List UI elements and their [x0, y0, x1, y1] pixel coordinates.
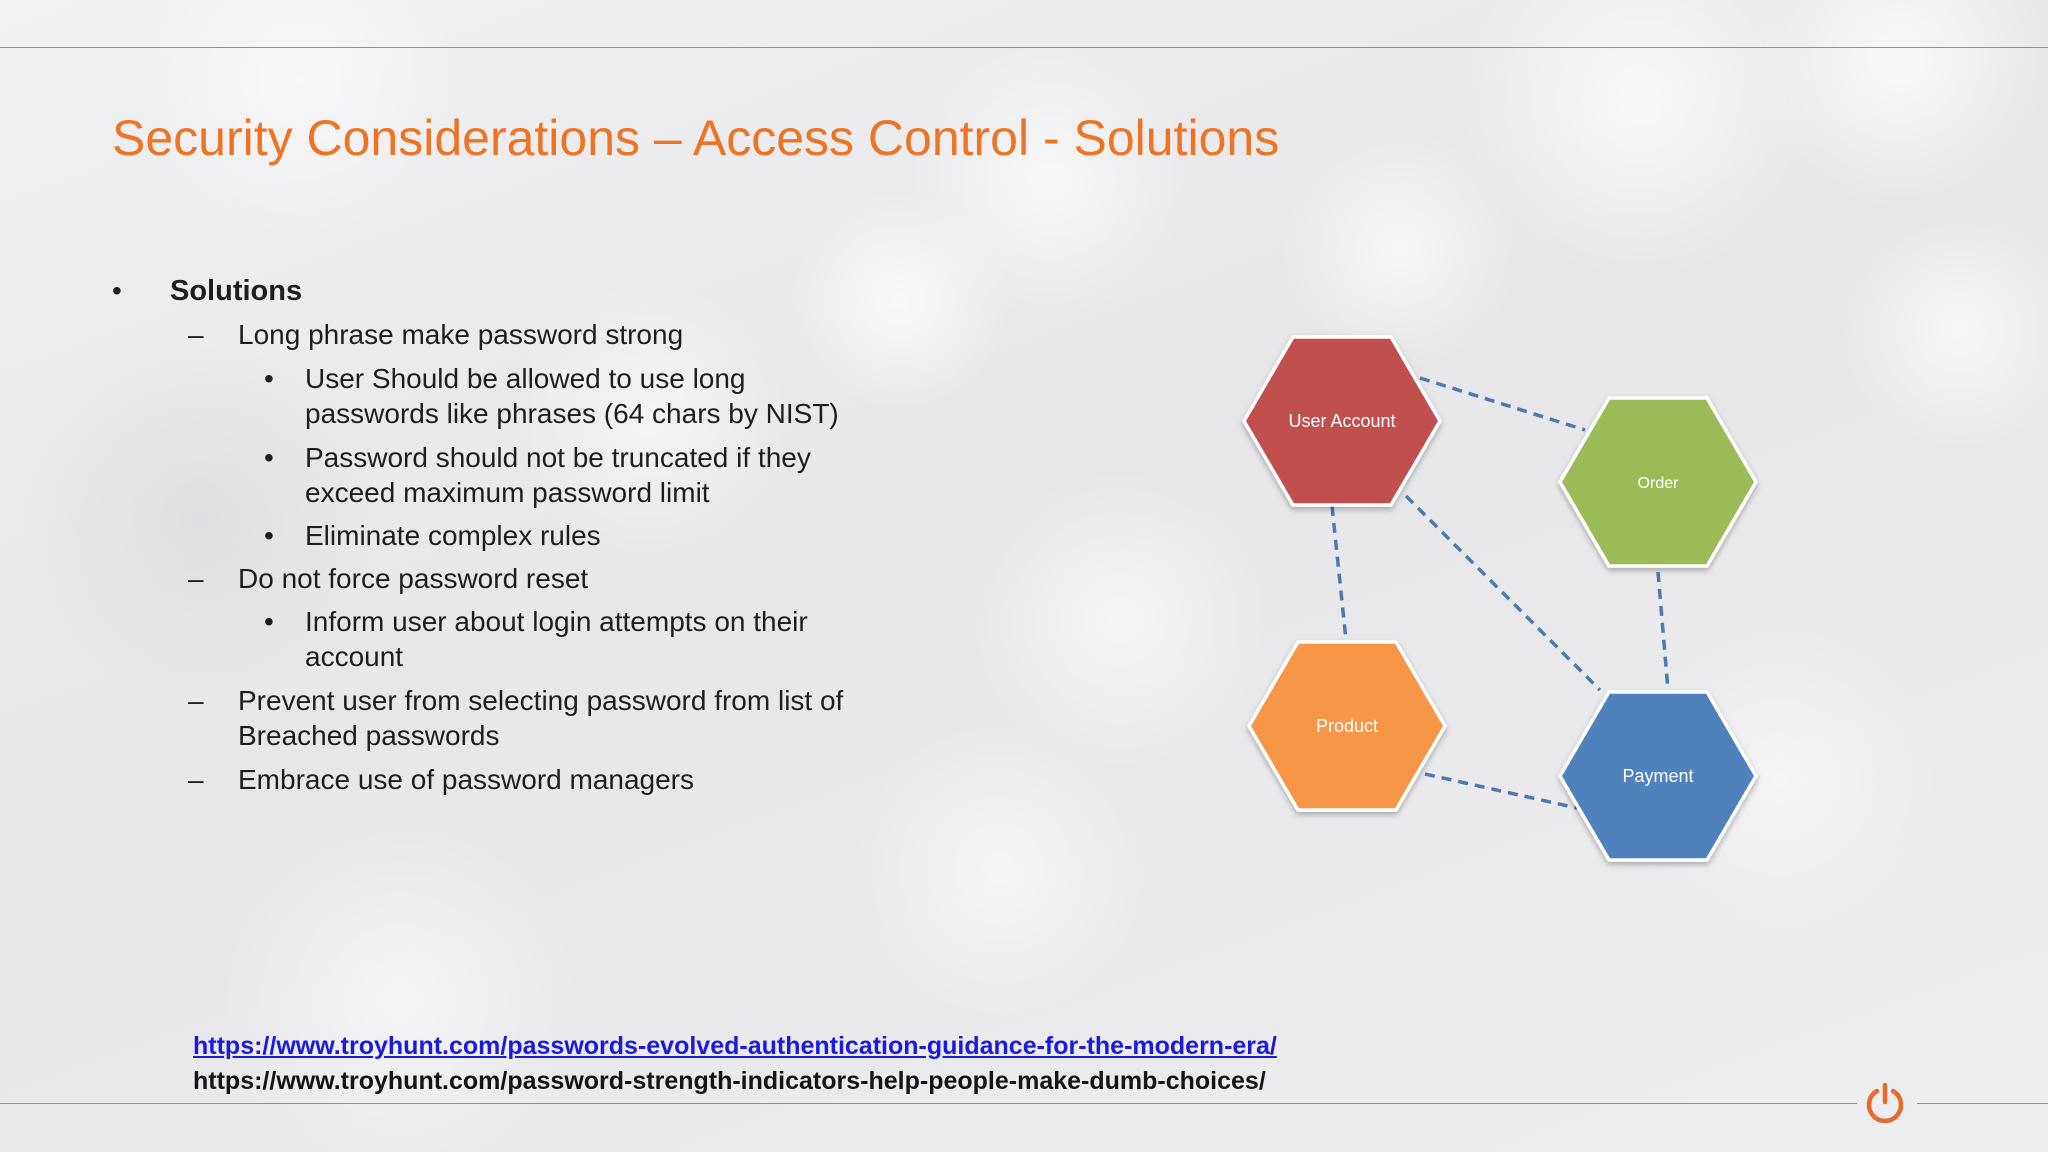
bullet-text: Eliminate complex rules — [305, 520, 601, 551]
bullet-text: Prevent user from selecting password fro… — [238, 685, 844, 716]
bullet-text-continued: Breached passwords — [238, 720, 500, 751]
bullet-text: Long phrase make password strong — [238, 319, 684, 350]
bullet-marker: • — [264, 520, 274, 551]
node-payment: Payment — [1558, 690, 1758, 862]
dash-marker: – — [188, 563, 204, 594]
reference-link-1[interactable]: https://www.troyhunt.com/passwords-evolv… — [193, 1032, 1277, 1060]
bullet-text-continued: passwords like phrases (64 chars by NIST… — [305, 398, 839, 429]
reference-links: https://www.troyhunt.com/passwords-evolv… — [193, 1029, 1277, 1099]
edge-user-order — [1419, 376, 1586, 432]
node-user: User Account — [1242, 335, 1442, 507]
bullet-text-continued: account — [305, 641, 404, 672]
edge-order-payment — [1656, 571, 1670, 691]
hexagon-payment — [1558, 690, 1758, 862]
hexagon-product — [1247, 640, 1447, 812]
bullet-text: Embrace use of password managers — [238, 764, 694, 795]
bullet-text: Password should not be truncated if they — [305, 442, 811, 473]
slide-title: Security Considerations – Access Control… — [112, 110, 1280, 166]
reference-text-2: https://www.troyhunt.com/password-streng… — [193, 1067, 1266, 1095]
hexagon-user — [1242, 335, 1442, 507]
bullet-marker: • — [264, 442, 274, 473]
dash-marker: – — [188, 319, 204, 350]
node-label-order: Order — [1638, 475, 1680, 492]
edge-product-payment — [1424, 772, 1578, 810]
bullet-text-continued: exceed maximum password limit — [305, 477, 710, 508]
bullet-text: Solutions — [170, 275, 303, 307]
top-rule — [0, 47, 2048, 48]
node-product: Product — [1247, 640, 1447, 812]
bullet-marker: • — [112, 275, 122, 306]
bullet-text: Do not force password reset — [238, 563, 589, 594]
edge-user-payment — [1404, 494, 1602, 692]
bullet-marker: • — [264, 363, 274, 394]
power-icon — [1866, 1082, 1904, 1124]
edge-user-product — [1330, 505, 1348, 641]
node-label-payment: Payment — [1622, 766, 1693, 786]
bullet-text: Inform user about login attempts on thei… — [305, 606, 808, 637]
node-order: Order — [1558, 396, 1758, 568]
bullet-marker: • — [264, 606, 274, 637]
hexagon-order — [1558, 396, 1758, 568]
diagram-edges — [1330, 376, 1670, 810]
dash-marker: – — [188, 685, 204, 716]
node-label-user: User Account — [1288, 411, 1395, 431]
bottom-rule-right — [1917, 1103, 2048, 1104]
bottom-rule — [0, 1103, 1857, 1104]
dash-marker: – — [188, 764, 204, 795]
bullet-text: User Should be allowed to use long — [305, 363, 746, 394]
node-label-product: Product — [1316, 716, 1378, 736]
